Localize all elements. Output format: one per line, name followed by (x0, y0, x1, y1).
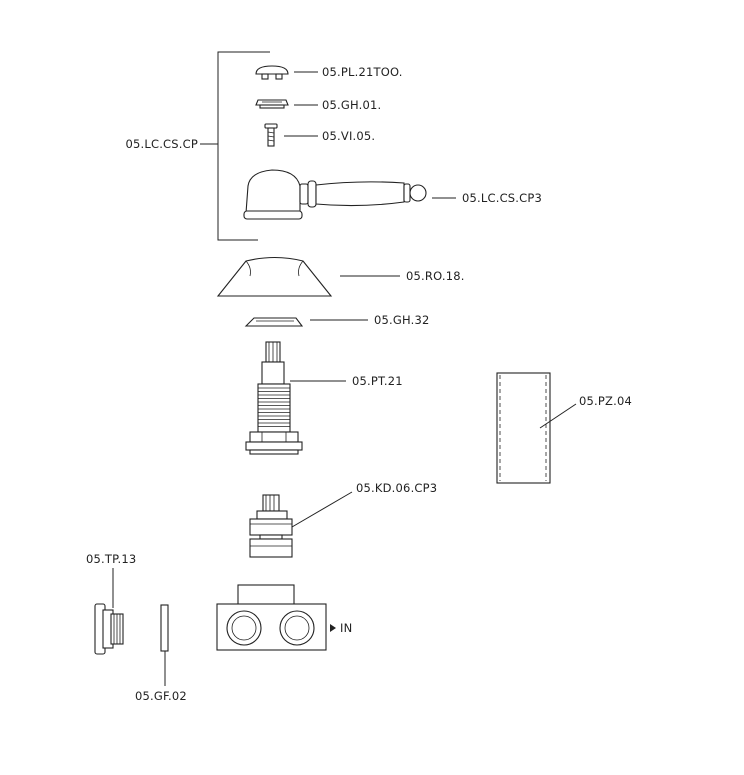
part-screw (264, 123, 278, 147)
label-kd-06-cp3: 05.KD.06.CP3 (356, 481, 437, 495)
part-tube (496, 372, 551, 484)
label-vi-05: 05.VI.05. (322, 129, 375, 143)
inlet-arrow-icon (330, 624, 336, 632)
part-rosette (216, 256, 333, 297)
label-gf-02: 05.GF.02 (135, 689, 187, 703)
lever-assembly-bracket (200, 51, 270, 241)
label-lc-cs-cp3: 05.LC.CS.CP3 (462, 191, 542, 205)
label-gh-01: 05.GH.01. (322, 98, 381, 112)
part-lever-handle (243, 169, 427, 220)
part-washer-large (244, 317, 304, 327)
label-pt-21: 05.PT.21 (352, 374, 403, 388)
part-threaded-sleeve (245, 341, 303, 455)
part-cartridge (249, 494, 293, 558)
label-tp-13: 05.TP.13 (86, 552, 136, 566)
label-pz-04: 05.PZ.04 (579, 394, 632, 408)
part-cap (255, 65, 289, 80)
part-washer-small (255, 99, 289, 109)
label-gh-32: 05.GH.32 (374, 313, 430, 327)
label-inlet: IN (340, 621, 352, 635)
label-lc-cs-cp: 05.LC.CS.CP (125, 137, 198, 151)
part-gasket (160, 604, 169, 652)
label-ro-18: 05.RO.18. (406, 269, 465, 283)
part-valve-body (216, 584, 327, 651)
part-plug (94, 603, 124, 655)
label-pl-21too: 05.PL.21TOO. (322, 65, 403, 79)
